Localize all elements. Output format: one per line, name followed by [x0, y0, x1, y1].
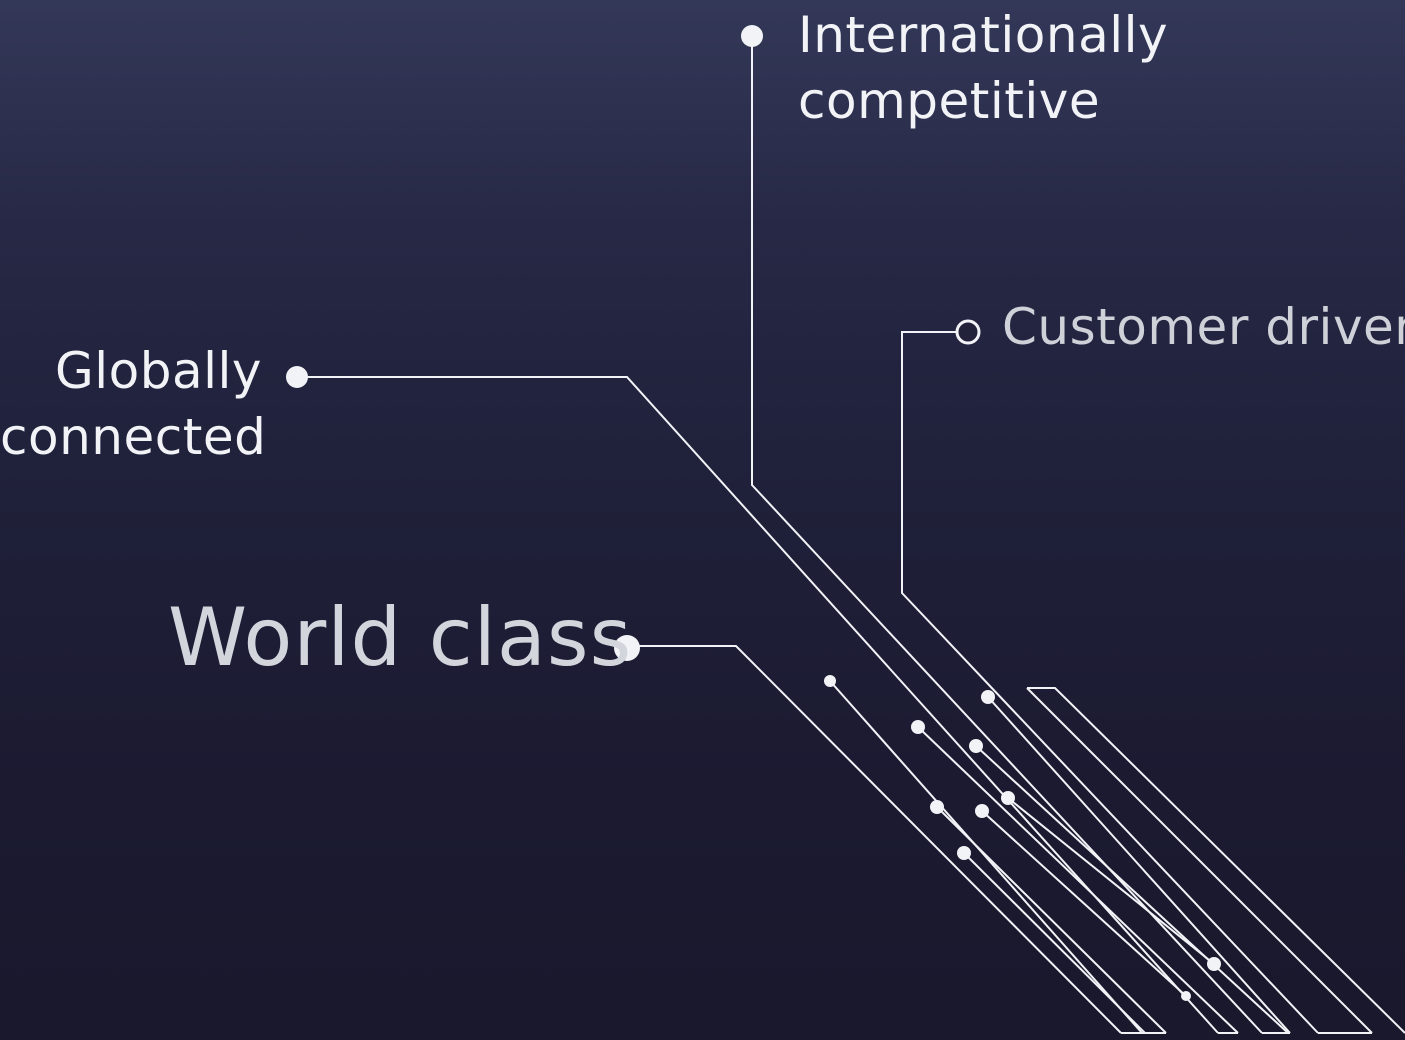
world-class-label: World class — [168, 591, 633, 684]
trace-line — [975, 745, 1289, 1034]
trace-node — [911, 720, 925, 734]
customer-driven-line — [901, 331, 1319, 1034]
world-class-line — [628, 645, 1122, 1034]
globally-connected-node — [286, 366, 308, 388]
globally-connected-label: Globally connected — [0, 338, 267, 470]
trace-node — [930, 800, 944, 814]
trace-line — [1026, 687, 1373, 1034]
trace-line — [829, 680, 1143, 1034]
internationally-competitive-label: Internationally competitive — [798, 2, 1168, 134]
customer-driven-label: Customer driven — [1002, 298, 1405, 356]
internationally-competitive-line-2: competitive — [798, 72, 1101, 130]
internationally-competitive-line — [751, 36, 1263, 1034]
globally-connected-line-2: connected — [0, 408, 267, 466]
trace-line — [981, 810, 1187, 997]
world-class-node — [614, 635, 640, 661]
trace-node — [969, 739, 983, 753]
customer-driven-node — [955, 319, 981, 345]
trace-node — [975, 804, 989, 818]
trace-node — [981, 690, 995, 704]
trace-line — [963, 852, 1146, 1034]
globally-connected-line-1: Globally — [55, 342, 262, 400]
trace-line — [917, 726, 1239, 1034]
trace-node — [1001, 791, 1015, 805]
internationally-competitive-line-1: Internationally — [798, 6, 1169, 64]
trace-node — [824, 675, 836, 687]
trace-line — [987, 696, 1291, 1034]
bus-outline — [1027, 687, 1405, 1034]
globally-connected-line — [298, 376, 1219, 1034]
trace-node — [957, 846, 971, 860]
internationally-competitive-node — [741, 25, 763, 47]
trace-line — [1007, 797, 1215, 965]
trace-node — [1207, 957, 1221, 971]
trace-line — [936, 806, 1167, 1034]
trace-node — [1181, 991, 1191, 1001]
